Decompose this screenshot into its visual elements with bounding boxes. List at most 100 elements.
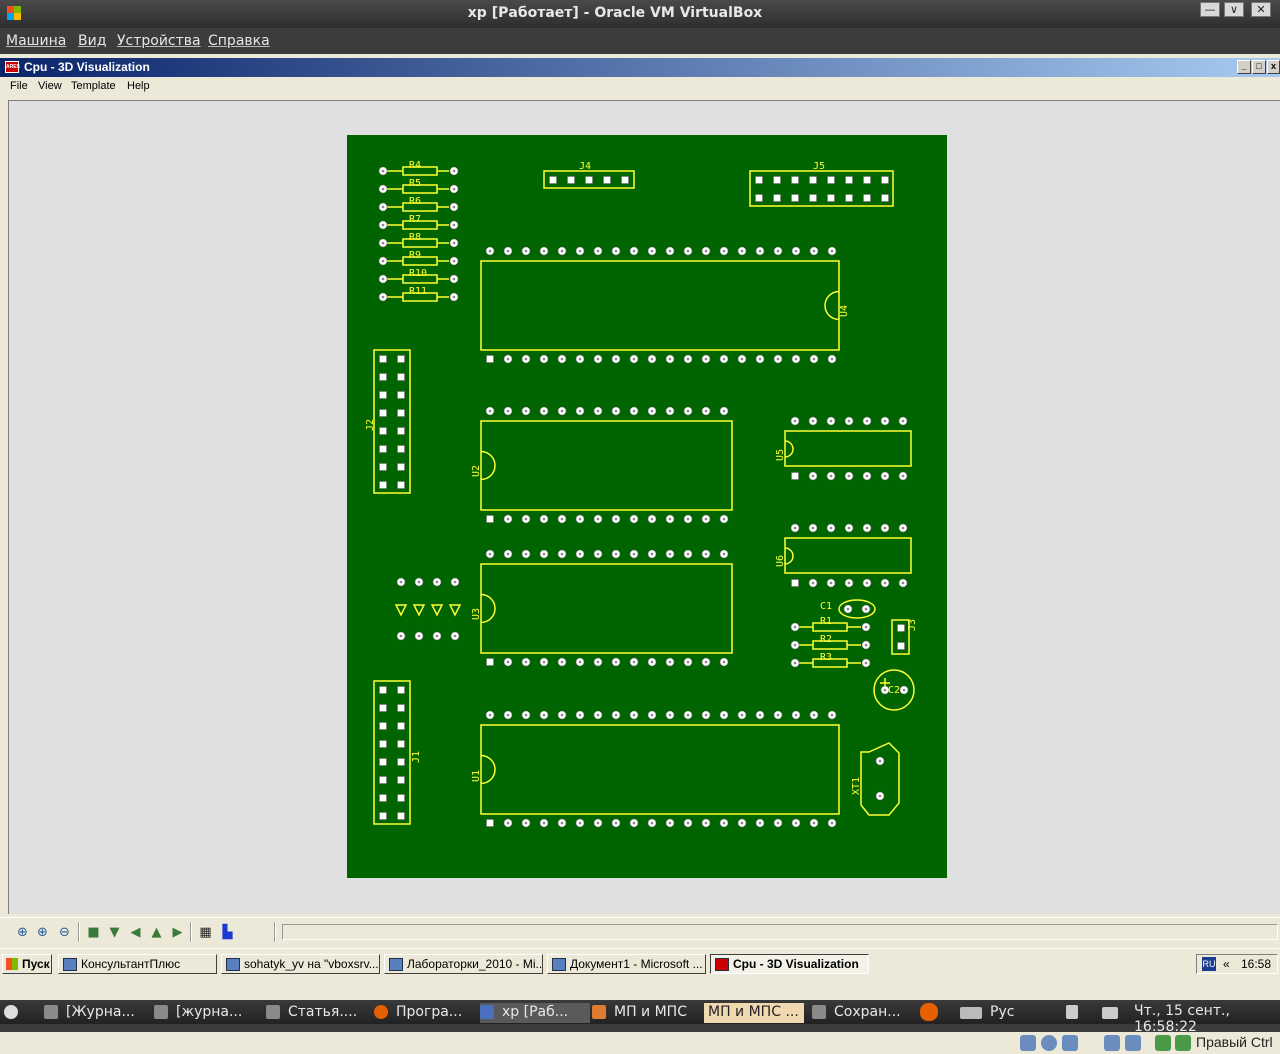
pcb-pad (397, 355, 405, 363)
pcb-pad (379, 704, 387, 712)
pcb-pad-hole (614, 249, 618, 253)
pcb-pad (791, 472, 799, 480)
panel-item-mpmps-doc[interactable]: МП и МПС ... (704, 1003, 804, 1023)
panel-item-article[interactable]: Статья.... (266, 1003, 374, 1023)
host-menu-icon[interactable] (4, 1003, 34, 1023)
pcb-pad-hole (865, 419, 869, 423)
optical-drive-icon[interactable] (1041, 1035, 1057, 1051)
keyboard-icon[interactable] (960, 1003, 984, 1023)
label-xt1: XT1 (851, 777, 862, 795)
view-up-icon[interactable]: ▲ (151, 925, 162, 940)
usb-icon[interactable] (1062, 1035, 1078, 1051)
pcb-pad-hole (901, 526, 905, 530)
label-resistor: R7 (409, 214, 421, 225)
zoom-in-icon[interactable]: ⊕ (37, 925, 48, 940)
tray-clock: 16:58 (1241, 957, 1272, 971)
taskbar-item-vboxsrv[interactable]: sohatyk_yv на "vboxsrv... (221, 954, 380, 974)
diode-symbol (448, 604, 462, 617)
grid-icon[interactable]: ▦ (199, 925, 212, 940)
view-right-icon[interactable]: ▶ (172, 925, 183, 940)
panel-item-journal1[interactable]: [Журна... (44, 1003, 164, 1023)
label-j1: J1 (411, 751, 422, 763)
menu-machine[interactable]: Машина (6, 33, 67, 49)
view-down-icon[interactable]: ▼ (109, 925, 120, 940)
maximize-icon[interactable]: □ (1252, 60, 1266, 74)
panel-item-save[interactable]: Сохран... (812, 1003, 916, 1023)
pcb-pad-hole (488, 409, 492, 413)
pcb-pad-hole (704, 713, 708, 717)
pcb-pad-hole (381, 169, 385, 173)
pcb-pad-hole (668, 409, 672, 413)
tray-expand-icon[interactable]: « (1223, 957, 1230, 971)
document-icon (266, 1005, 280, 1019)
menu-file[interactable]: File (10, 80, 28, 92)
pcb-pad (379, 445, 387, 453)
chip-notch (480, 754, 496, 785)
pcb-pad-hole (596, 713, 600, 717)
network-icon[interactable] (1155, 1035, 1171, 1051)
taskbar-item-labs[interactable]: Лабораторки_2010 - Mi... (384, 954, 543, 974)
capture-icon[interactable] (1175, 1035, 1191, 1051)
pcb-pad (397, 427, 405, 435)
pcb-pad-hole (578, 660, 582, 664)
menu-view[interactable]: View (38, 80, 62, 92)
crosshair-icon[interactable]: ⊕ (17, 925, 28, 940)
panel-item-journal2[interactable]: [журна... (154, 1003, 264, 1023)
pcb-pad-hole (524, 249, 528, 253)
shared-folder-icon[interactable] (1104, 1035, 1120, 1051)
pcb-pad-hole (830, 249, 834, 253)
toolbar-separator (274, 922, 276, 942)
pcb-pad-hole (704, 552, 708, 556)
taskbar-item-document1[interactable]: Документ1 - Microsoft ... (547, 954, 706, 974)
zoom-out-icon[interactable]: ⊖ (59, 925, 70, 940)
hdd-icon[interactable] (1020, 1035, 1036, 1051)
menu-view[interactable]: Вид (78, 33, 107, 49)
pcb-pad (845, 176, 853, 184)
mail-icon[interactable] (1102, 1003, 1122, 1023)
menu-help[interactable]: Help (127, 80, 150, 92)
pcb-pad-hole (524, 357, 528, 361)
pcb-pad-hole (596, 357, 600, 361)
tray-icon[interactable]: ▙ (222, 925, 233, 940)
pcb-pad (791, 579, 799, 587)
panel-item-firefox[interactable]: Програ... (374, 1003, 478, 1023)
view-left-icon[interactable]: ◀ (130, 925, 141, 940)
close-icon[interactable]: ✕ (1251, 2, 1271, 17)
chip-outline (480, 724, 840, 815)
start-button[interactable]: Пуск (2, 954, 52, 974)
j3-outline (891, 619, 910, 655)
box-icon[interactable]: ■ (87, 925, 100, 940)
pcb-pad-hole (722, 552, 726, 556)
close-icon[interactable]: x (1267, 60, 1280, 74)
taskbar-item-consultant[interactable]: КонсультантПлюс (58, 954, 217, 974)
pcb-pad-hole (740, 713, 744, 717)
chip-notch (480, 450, 496, 481)
chip-outline (480, 260, 840, 351)
language-indicator[interactable]: RU (1202, 957, 1216, 971)
firefox-launcher-icon[interactable] (920, 1003, 942, 1023)
menu-devices[interactable]: Устройства (117, 33, 201, 49)
panel-item-mpmps-folder[interactable]: МП и МПС (592, 1003, 700, 1023)
pcb-pad-hole (686, 357, 690, 361)
menu-help[interactable]: Справка (208, 33, 270, 49)
chevron-down-icon[interactable]: ∨ (1224, 2, 1244, 17)
minimize-icon[interactable]: — (1200, 2, 1220, 17)
keyboard-layout[interactable]: Рус (990, 1004, 1015, 1020)
label-resistor: R5 (409, 178, 421, 189)
minimize-icon[interactable]: _ (1237, 60, 1251, 74)
display-icon[interactable] (1125, 1035, 1141, 1051)
menu-template[interactable]: Template (71, 80, 116, 92)
virtualbox-icon (7, 6, 21, 20)
pcb-pad-hole (686, 517, 690, 521)
pcb-pad-hole (650, 517, 654, 521)
pcb-pad-hole (506, 821, 510, 825)
taskbar-item-ares[interactable]: Cpu - 3D Visualization (710, 954, 869, 974)
pcb-pad-hole (668, 249, 672, 253)
pcb-pad-hole (704, 409, 708, 413)
pcb-pad-hole (864, 661, 868, 665)
panel-item-virtualbox[interactable]: xp [Раб... (480, 1003, 590, 1023)
volume-icon[interactable] (1066, 1003, 1086, 1023)
pcb-pad-hole (650, 409, 654, 413)
